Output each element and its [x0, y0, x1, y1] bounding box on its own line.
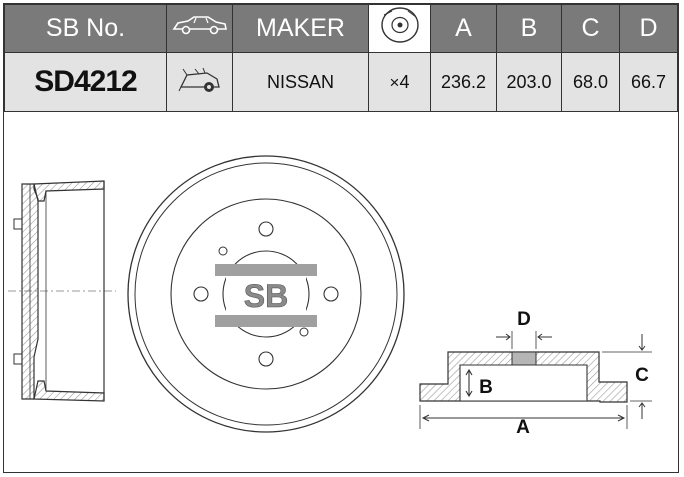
- dim-d-value: 66.7: [619, 52, 678, 112]
- holes-value: ×4: [368, 52, 431, 112]
- car-icon: [166, 4, 233, 53]
- dim-a-value: 236.2: [430, 52, 497, 112]
- logo-bar-bottom: [215, 315, 317, 327]
- rear-axle-icon: [166, 52, 233, 112]
- header-row: SB No. MAKER A B: [4, 4, 678, 53]
- brake-drum-icon: [368, 4, 431, 53]
- hub-bore: [511, 351, 537, 366]
- product-sheet: SB No. MAKER A B: [3, 3, 679, 473]
- bolt-hole-right: [323, 286, 339, 302]
- sb-logo: SB: [244, 278, 288, 314]
- dim-a-label: A: [516, 417, 530, 438]
- dim-c-value: 68.0: [561, 52, 620, 112]
- dim-b-label: B: [479, 377, 493, 398]
- dim-c-label: C: [635, 365, 649, 386]
- maker-header: MAKER: [232, 4, 369, 53]
- bolt-hole-top: [258, 221, 274, 237]
- bolt-hole-left: [193, 286, 209, 302]
- holes-count: 4: [399, 71, 410, 92]
- dim-b-value: 203.0: [496, 52, 562, 112]
- maker-value: NISSAN: [232, 52, 369, 112]
- side-section-view: [8, 180, 116, 402]
- col-d-header: D: [619, 4, 678, 53]
- dimension-diagram: D B C A: [419, 309, 652, 438]
- value-row: SD4212 NISSAN ×4 236.2 203.0 68.0 66.7: [4, 52, 678, 112]
- front-view: SB: [127, 155, 405, 433]
- technical-drawing: SB D B C A: [8, 155, 652, 438]
- bolt-hole-bottom: [258, 351, 274, 367]
- col-b-header: B: [496, 4, 562, 53]
- part-number: SD4212: [4, 52, 167, 112]
- col-a-header: A: [430, 4, 497, 53]
- logo-bar-top: [215, 264, 317, 276]
- holes-prefix: ×: [389, 72, 400, 92]
- sb-no-header: SB No.: [4, 4, 167, 53]
- spec-table: SB No. MAKER A B: [4, 4, 678, 112]
- col-c-header: C: [561, 4, 620, 53]
- dim-d-label: D: [517, 309, 531, 330]
